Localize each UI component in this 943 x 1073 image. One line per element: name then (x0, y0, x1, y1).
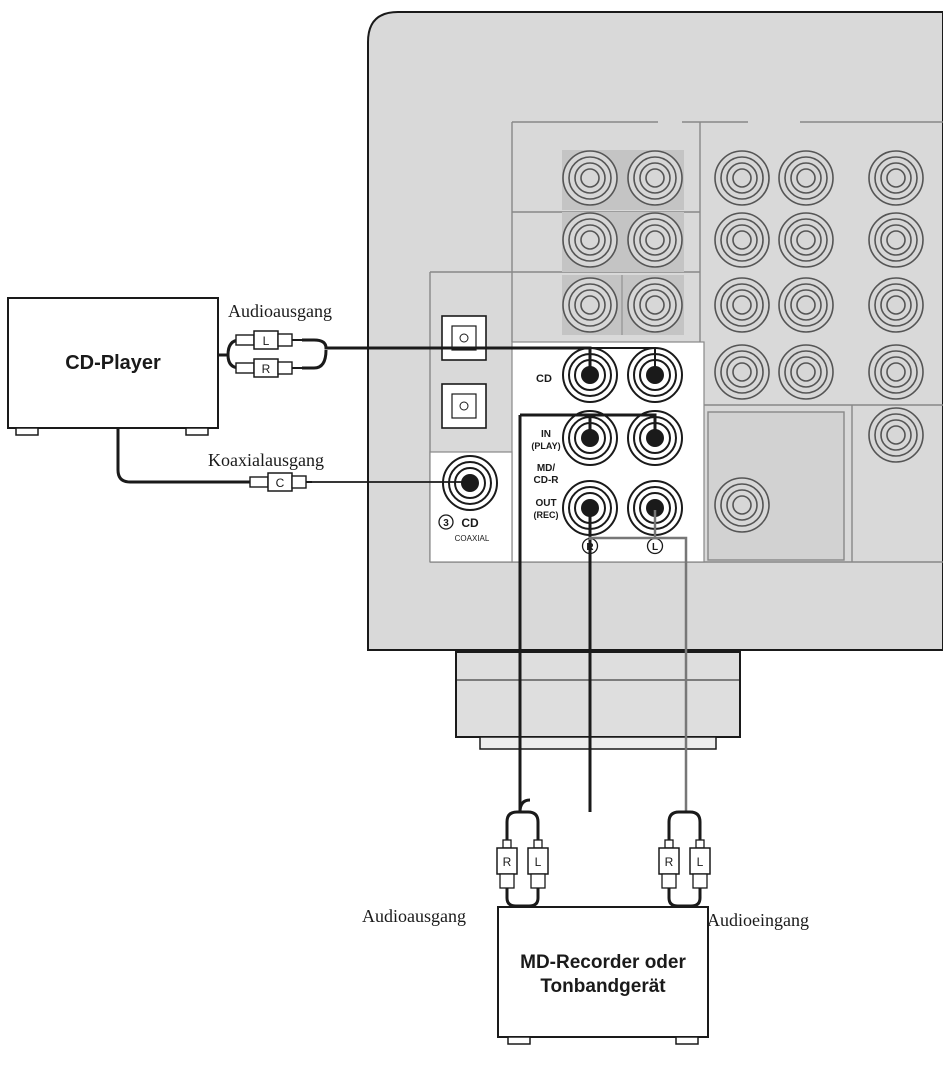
cd-audio-plug-right: R (235, 358, 302, 378)
md-in-cable (518, 413, 657, 813)
recorder-label-line2: Tonbandgerät (540, 976, 666, 997)
label-cd-audio-out: Audioausgang (228, 301, 332, 321)
svg-text:C: C (276, 476, 285, 490)
cd-player-label: CD-Player (65, 352, 161, 374)
label-recorder-audio-in: Audioeingang (707, 910, 809, 930)
recorder-out-plugs: R L (496, 810, 549, 908)
jack-label-md: MD/ (537, 463, 556, 474)
cd-player: CD-Player (7, 297, 219, 436)
svg-text:R: R (665, 855, 674, 869)
svg-text:L: L (535, 855, 542, 869)
jack-label-play: (PLAY) (531, 441, 560, 451)
svg-text:CD: CD (461, 516, 479, 530)
svg-text:R: R (262, 362, 271, 376)
svg-text:L: L (697, 855, 704, 869)
jack-label-out: OUT (535, 498, 556, 509)
jack-label-rec: (REC) (534, 510, 559, 520)
svg-text:R: R (503, 855, 512, 869)
cd-audio-cable (218, 338, 656, 372)
svg-text:L: L (263, 334, 270, 348)
cd-coax-cable (116, 428, 470, 484)
md-recorder: MD-Recorder oder Tonbandgerät (497, 906, 709, 1045)
coaxial-label: 3 CD COAXIAL (438, 514, 490, 543)
recorder-label-line1: MD-Recorder oder (520, 952, 686, 973)
jack-label-cd: CD (536, 373, 552, 385)
coaxial-jack (442, 455, 498, 511)
svg-text:3: 3 (443, 518, 449, 529)
jack-label-cdr: CD-R (534, 475, 560, 486)
svg-text:L: L (652, 542, 658, 553)
label-cd-coax-out: Koaxialausgang (208, 450, 324, 470)
recorder-in-plugs: R L (658, 810, 711, 908)
svg-text:COAXIAL: COAXIAL (455, 534, 490, 543)
jack-label-in: IN (541, 429, 551, 440)
channel-label-left: L (646, 537, 664, 555)
label-recorder-audio-out: Audioausgang (362, 906, 466, 926)
cd-audio-plug-left: L (235, 330, 302, 350)
md-out-cable (588, 510, 688, 812)
cd-coax-plug: C (249, 472, 312, 492)
